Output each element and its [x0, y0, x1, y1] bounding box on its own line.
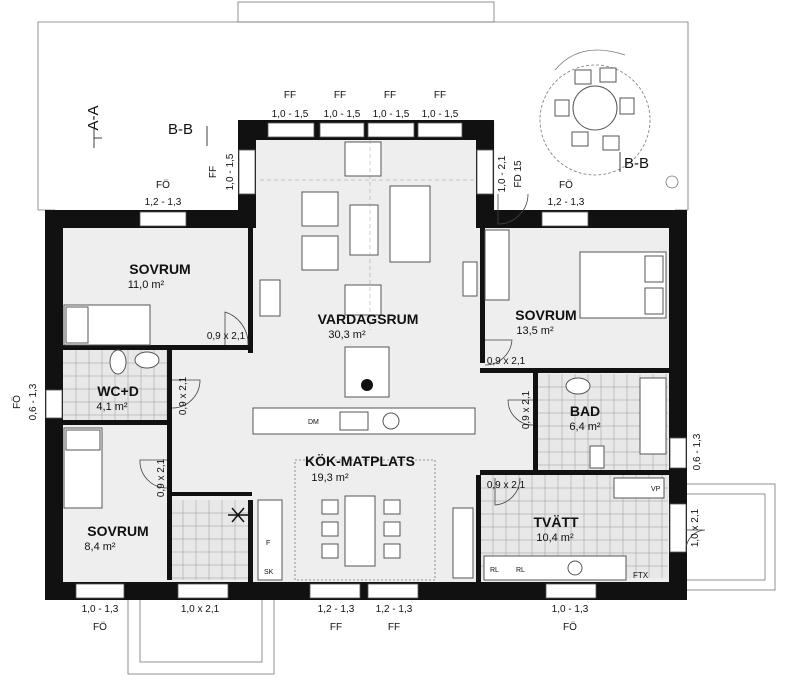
window-size: 1,0 - 1,5 — [373, 109, 410, 120]
window-size: 1,0 - 1,5 — [422, 109, 459, 120]
window-size: 1,2 - 1,3 — [145, 197, 182, 208]
room-area-sovrum-ne: 13,5 m² — [516, 325, 554, 337]
room-area-kok: 19,3 m² — [311, 472, 349, 484]
fixture-labels: DM VP RL RL FTX F SK — [264, 419, 661, 580]
fixture-ftx: FTX — [633, 571, 649, 580]
room-name-bad: BAD — [570, 403, 600, 419]
window-code: FF — [388, 622, 400, 633]
interior-walls — [63, 228, 670, 583]
window-size: 1,2 - 1,3 — [548, 197, 585, 208]
window-openings — [45, 122, 687, 599]
window-size: 0,6 - 1,3 — [28, 383, 39, 420]
door-size: 0,9 x 2,1 — [487, 480, 526, 491]
window-size: 1,0 - 1,5 — [324, 109, 361, 120]
window-code: FF — [330, 622, 342, 633]
fixture-dm: DM — [308, 419, 319, 426]
room-area-vardagsrum: 30,3 m² — [328, 329, 366, 341]
door-code: FD 15 — [513, 160, 524, 188]
window-code: FÖ — [563, 621, 577, 633]
window-code: FÖ — [559, 179, 573, 191]
window-size: 1,0 - 1,5 — [225, 153, 236, 190]
window-code: FF — [334, 90, 346, 101]
window-size: 1,0 - 1,5 — [272, 109, 309, 120]
room-labels: SOVRUM 11,0 m² VARDAGSRUM 30,3 m² SOVRUM… — [84, 261, 601, 553]
window-code: FÖ — [156, 179, 170, 191]
window-size: 1,2 - 1,3 — [318, 604, 355, 615]
room-name-sovrum-sw: SOVRUM — [87, 523, 148, 539]
room-area-sovrum-nw: 11,0 m² — [128, 279, 165, 291]
room-name-sovrum-ne: SOVRUM — [515, 307, 576, 323]
door-size: 0,9 x 2,1 — [207, 331, 246, 342]
fixture-rl: RL — [516, 567, 525, 574]
section-label-b-left: B-B — [168, 121, 193, 138]
door-size: 1,0 - 2,1 — [497, 155, 508, 192]
window-size: 1,0 - 1,3 — [552, 604, 589, 615]
kitchen-counters — [252, 407, 476, 581]
room-area-wc: 4,1 m² — [96, 401, 128, 413]
fixture-rl: RL — [490, 567, 499, 574]
door-swings — [139, 193, 706, 551]
window-code: FÖ — [11, 395, 23, 409]
door-size: 0,9 x 2,1 — [178, 376, 189, 415]
window-code: FF — [434, 90, 446, 101]
window-size: 1,2 - 1,3 — [376, 604, 413, 615]
window-size: 1,0 - 1,3 — [82, 604, 119, 615]
section-label-b-right: B-B — [624, 155, 649, 172]
room-name-kok: KÖK-MATPLATS — [305, 453, 415, 469]
door-labels: FD 15 1,0 - 2,1 0,9 x 2,1 0,9 x 2,1 0,9 … — [156, 155, 701, 615]
living-room-furniture — [259, 140, 478, 398]
window-size: 0,6 - 1,3 — [692, 433, 703, 470]
fixture-sk: SK — [264, 569, 274, 576]
window-code: FÖ — [93, 621, 107, 633]
door-size: 0,9 x 2,1 — [156, 458, 167, 497]
room-area-sovrum-sw: 8,4 m² — [84, 541, 116, 553]
door-size: 0,9 x 2,1 — [521, 390, 532, 429]
door-size: 0,9 x 2,1 — [487, 356, 526, 367]
window-labels: FF 1,0 - 1,5 FF 1,0 - 1,5 FF 1,0 - 1,5 F… — [11, 90, 703, 633]
room-name-tvatt: TVÄTT — [533, 514, 579, 530]
room-name-wc: WC+D — [97, 383, 139, 399]
door-size: 1,0 x 2,1 — [181, 604, 220, 615]
door-size: 1,0 x 2,1 — [690, 508, 701, 547]
room-name-sovrum-nw: SOVRUM — [129, 261, 190, 277]
fixtures — [63, 229, 667, 581]
window-code: FF — [208, 166, 219, 178]
room-area-tvatt: 10,4 m² — [536, 532, 574, 544]
room-name-vardagsrum: VARDAGSRUM — [318, 311, 419, 327]
fixture-vp: VP — [651, 486, 661, 493]
window-code: FF — [284, 90, 296, 101]
fixture-f: F — [266, 540, 270, 547]
terrace-dining-set — [539, 49, 679, 189]
section-markers: A-A B-B B-B — [85, 105, 649, 172]
room-area-bad: 6,4 m² — [569, 421, 601, 433]
window-code: FF — [384, 90, 396, 101]
section-label-a: A-A — [85, 105, 102, 130]
